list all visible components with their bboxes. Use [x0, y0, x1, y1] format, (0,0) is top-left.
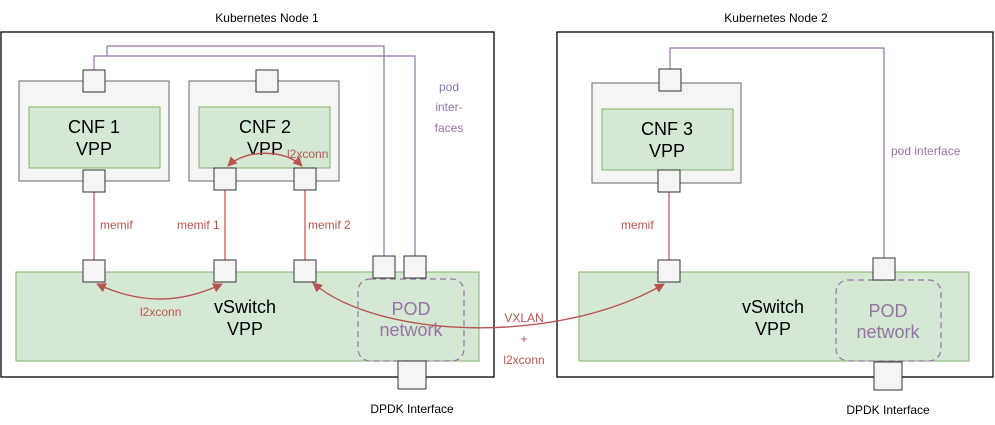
vswitch2-label-line2: VPP: [755, 319, 791, 339]
cnf2-memif2-port: [293, 167, 317, 191]
vswitch1-pod-port-a: [372, 255, 396, 279]
vswitch2-pod-port: [872, 257, 896, 281]
cnf2-label-line2: VPP: [247, 139, 283, 159]
pod-link-cnf1-b: [107, 55, 416, 256]
l2xconn-vswitch-arrow: [96, 283, 223, 300]
dpdk-port-node1: [397, 360, 427, 390]
pod-interface-node2-label: pod interface: [891, 144, 961, 158]
dpdk-label-node2: DPDK Interface: [846, 403, 930, 417]
pod-link-cnf3: [669, 47, 885, 258]
dpdk-port-node2: [873, 361, 903, 391]
memif-cnf1-label: memif: [100, 218, 133, 232]
pod-interfaces-label-line2: inter-: [435, 100, 462, 114]
vxlan-label-line2: +: [520, 332, 527, 346]
cnf3-inner: [601, 108, 734, 171]
pod-network2-label-line2: network: [856, 322, 920, 342]
pod-network2-label-line1: POD: [868, 301, 907, 321]
vswitch1-memif1-port: [213, 259, 237, 283]
cnf1-inner: [28, 106, 161, 169]
cnf3-pod-port: [658, 68, 682, 92]
dpdk-label-node1: DPDK Interface: [370, 402, 454, 416]
pod-network1-label-line1: POD: [391, 299, 430, 319]
memif-cnf3-label: memif: [621, 218, 654, 232]
cnf2-pod-port: [255, 69, 279, 93]
cnf2-memif1-port: [213, 167, 237, 191]
vxlan-label-line1: VXLAN: [504, 311, 543, 325]
vswitch1-label-line2: VPP: [227, 319, 263, 339]
vswitch1-label-line1: vSwitch: [214, 297, 276, 317]
vswitch2-label-line1: vSwitch: [742, 297, 804, 317]
cnf1-memif-port: [82, 169, 106, 193]
memif1-cnf2-label: memif 1: [177, 218, 220, 232]
cnf1-label-line1: CNF 1: [68, 117, 120, 137]
cnf3-memif-port: [657, 169, 681, 193]
l2xconn-vswitch-label: l2xconn: [140, 305, 181, 319]
vswitch1-pod-port-b: [403, 255, 427, 279]
l2xconn-cnf2-label: l2xconn: [287, 147, 328, 161]
cnf1-label-line2: VPP: [76, 139, 112, 159]
vswitch1-memif2-port: [293, 259, 317, 283]
node1-title: Kubernetes Node 1: [215, 11, 319, 25]
cnf2-label-line1: CNF 2: [239, 117, 291, 137]
cnf1-pod-port: [82, 69, 106, 93]
cnf3-label-line2: VPP: [649, 141, 685, 161]
vswitch2-memif-port: [657, 259, 681, 283]
pod-interfaces-label-line3: faces: [435, 121, 464, 135]
cnf3-label-line1: CNF 3: [641, 119, 693, 139]
vxlan-label-line3: l2xconn: [503, 353, 544, 367]
node2-title: Kubernetes Node 2: [724, 11, 828, 25]
l2xconn-cnf2-arrow: [227, 152, 303, 167]
vswitch1-memif-port-cnf1: [82, 259, 106, 283]
memif2-cnf2-label: memif 2: [308, 218, 351, 232]
pod-interfaces-label-line1: pod: [439, 80, 459, 94]
vxlan-arrow: [312, 282, 665, 329]
pod-link-cnf1-a: [93, 45, 385, 256]
pod-network1-box: [357, 278, 465, 362]
